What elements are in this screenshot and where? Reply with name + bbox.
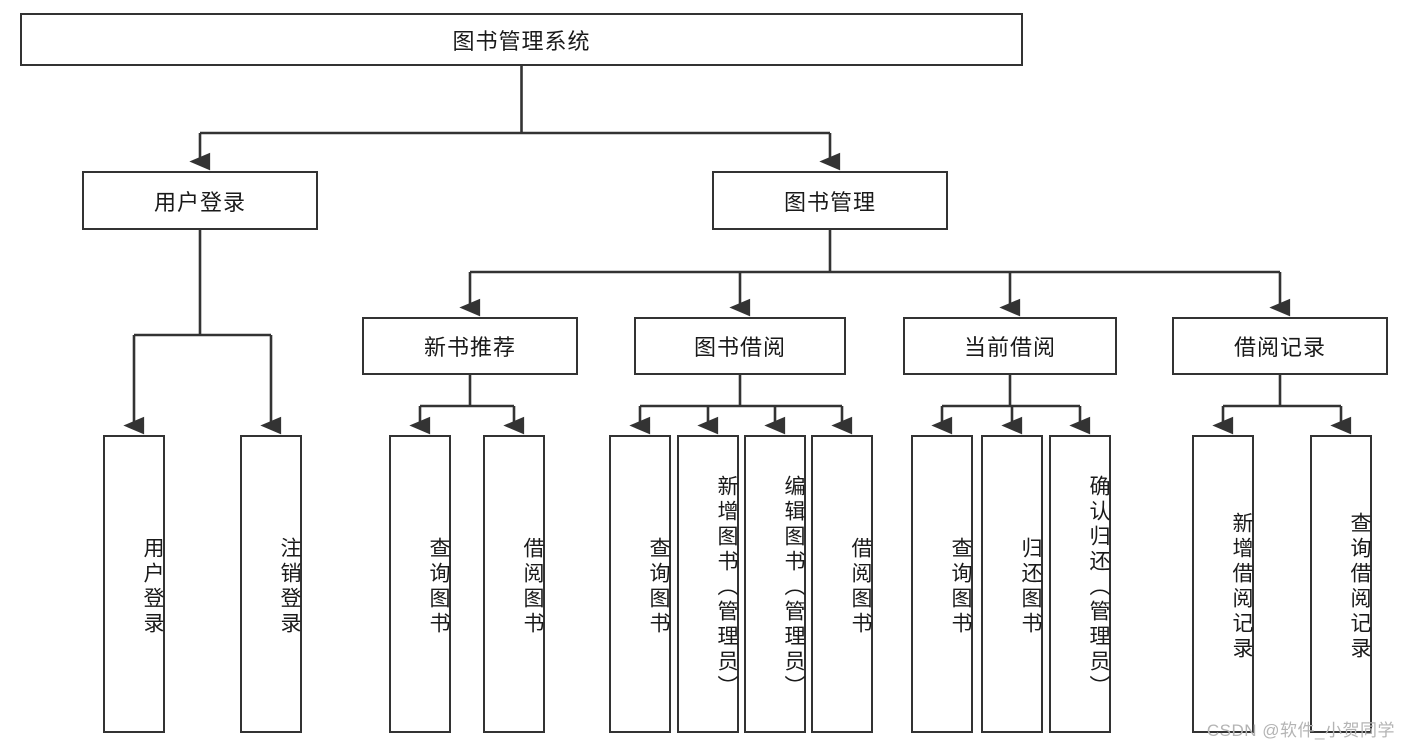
leaf-return-book[interactable]: 归还图书 — [981, 435, 1043, 733]
leaf-confirm-return-admin[interactable]: 确认归还（管理员） — [1049, 435, 1111, 733]
node-label: 查询图书 — [647, 537, 670, 637]
node-label: 查询借阅记录 — [1348, 512, 1371, 662]
node-label: 用户登录 — [153, 189, 246, 215]
node-label: 查询图书 — [427, 537, 450, 637]
node-label: 新增借阅记录 — [1230, 512, 1253, 662]
leaf-edit-book-admin[interactable]: 编辑图书（管理员） — [744, 435, 806, 733]
node-new-book-recommend[interactable]: 新书推荐 — [362, 317, 578, 375]
leaf-query-book-current[interactable]: 查询图书 — [911, 435, 973, 733]
node-label: 编辑图书（管理员） — [782, 474, 805, 700]
node-current-borrow[interactable]: 当前借阅 — [903, 317, 1117, 375]
node-borrow-record[interactable]: 借阅记录 — [1172, 317, 1388, 375]
node-label: 当前借阅 — [963, 335, 1056, 360]
leaf-query-borrow-record[interactable]: 查询借阅记录 — [1310, 435, 1372, 733]
node-root-system[interactable]: 图书管理系统 — [20, 13, 1023, 66]
leaf-add-borrow-record[interactable]: 新增借阅记录 — [1192, 435, 1254, 733]
node-label: 图书管理系统 — [452, 28, 591, 54]
leaf-query-book-newbook[interactable]: 查询图书 — [389, 435, 451, 733]
leaf-borrow-book-newbook[interactable]: 借阅图书 — [483, 435, 545, 733]
node-label: 用户登录 — [141, 537, 164, 637]
node-label: 注销登录 — [278, 537, 301, 637]
node-label: 图书管理 — [783, 189, 876, 215]
node-label: 查询图书 — [949, 537, 972, 637]
node-user-login[interactable]: 用户登录 — [82, 171, 318, 230]
node-label: 借阅图书 — [849, 537, 872, 637]
node-book-management[interactable]: 图书管理 — [712, 171, 948, 230]
node-label: 确认归还（管理员） — [1087, 474, 1110, 700]
node-label: 借阅图书 — [521, 537, 544, 637]
node-label: 归还图书 — [1019, 537, 1042, 637]
leaf-user-login[interactable]: 用户登录 — [103, 435, 165, 733]
leaf-add-book-admin[interactable]: 新增图书（管理员） — [677, 435, 739, 733]
node-book-borrow[interactable]: 图书借阅 — [634, 317, 846, 375]
node-label: 新书推荐 — [423, 335, 516, 360]
leaf-query-book-borrow[interactable]: 查询图书 — [609, 435, 671, 733]
node-label: 借阅记录 — [1233, 335, 1326, 360]
watermark-text: CSDN @软件_小贺同学 — [1206, 721, 1395, 740]
leaf-borrow-book[interactable]: 借阅图书 — [811, 435, 873, 733]
node-label: 图书借阅 — [693, 335, 786, 360]
leaf-logout-login[interactable]: 注销登录 — [240, 435, 302, 733]
node-label: 新增图书（管理员） — [715, 474, 738, 700]
